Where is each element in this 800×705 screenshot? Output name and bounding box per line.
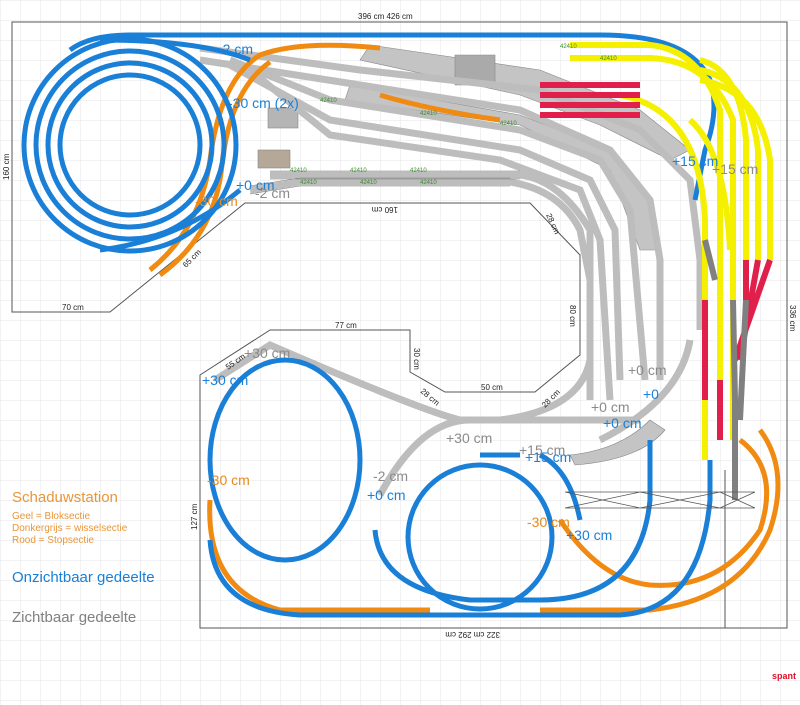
height-label: +0 cm [603,415,642,431]
track-label: 42410 [350,168,367,174]
height-label: +30 cm [202,372,248,388]
height-labels: -2 cm -30 cm (2x) +0 cm -2 cm -30 cm +15… [195,41,758,543]
visible-track-edges [249,170,520,195]
visible-tracks [199,44,704,497]
height-label: +0 cm [236,177,275,193]
dim-lower-left: 127 cm [190,503,199,530]
legend-item-yellow: Geel = Bloksectie [12,511,91,522]
track-label: 42410 [290,168,307,174]
track-label: 42410 [410,168,427,174]
height-label: -30 cm [207,472,250,488]
legend-title: Schaduwstation [12,489,118,506]
legend-item-red: Rood = Stopsectie [12,535,94,546]
board-outline [11,21,788,629]
track-label: 42410 [560,44,577,50]
track-label: 42410 [600,56,617,62]
height-label: +15 cm [525,449,571,465]
height-label: +15 cm [519,442,565,458]
height-label: -2 cm [373,468,408,484]
dim-bottom: 322 cm 292 cm [445,630,500,639]
height-label: -2 cm [255,185,290,201]
height-label: +30 cm [566,527,612,543]
dim-right: 336 cm [788,305,797,332]
height-label: +30 cm [446,430,492,446]
track-label: 42410 [360,180,377,186]
track-label: 42410 [500,121,517,127]
legend-visible: Zichtbaar gedeelte [12,609,137,626]
track-label: 42410 [300,180,317,186]
spant-label: spant [772,671,796,681]
height-label: +15 cm [672,153,718,169]
height-label: +30 cm [244,345,290,361]
height-label: -30 cm (2x) [228,95,299,111]
height-label: +0 cm [628,362,667,378]
height-label: -2 cm [218,41,253,57]
dim-inner-right: 80 cm [568,305,577,327]
height-label: +0 cm [367,487,406,503]
dim-left-bottom: 70 cm [62,303,84,312]
height-label: +0 cm [591,399,630,415]
dim-peninsula-top: 77 cm [335,321,357,330]
dim-inner-top: 160 cm [371,205,398,214]
track-label: 42410 [320,98,337,104]
dim-peninsula-bottom: 50 cm [481,383,503,392]
dim-top: 396 cm 426 cm [358,12,413,21]
dimension-labels: 396 cm 426 cm 160 cm 70 cm 65 cm 160 cm … [2,12,797,639]
hidden-tracks [21,32,717,618]
legend-items: Geel = Bloksectie Donkergrijs = wisselse… [12,511,127,547]
bridge-truss [564,491,756,509]
dim-left: 160 cm [2,153,11,180]
shadow-station [540,42,773,500]
dim-peninsula-side: 30 cm [412,348,421,370]
track-label: 42410 [420,111,437,117]
height-label: -30 cm [195,193,238,209]
height-label: +15 cm [712,161,758,177]
legend-invisible: Onzichtbaar gedeelte [12,569,155,586]
legend-item-darkgrey: Donkergrijs = wisselsectie [12,523,128,534]
track-piece-labels: 42410 42410 42410 42410 42410 42410 4241… [290,44,617,186]
height-label: -30 cm [527,514,570,530]
height-label: +0 [643,386,659,402]
track-label: 42410 [420,180,437,186]
